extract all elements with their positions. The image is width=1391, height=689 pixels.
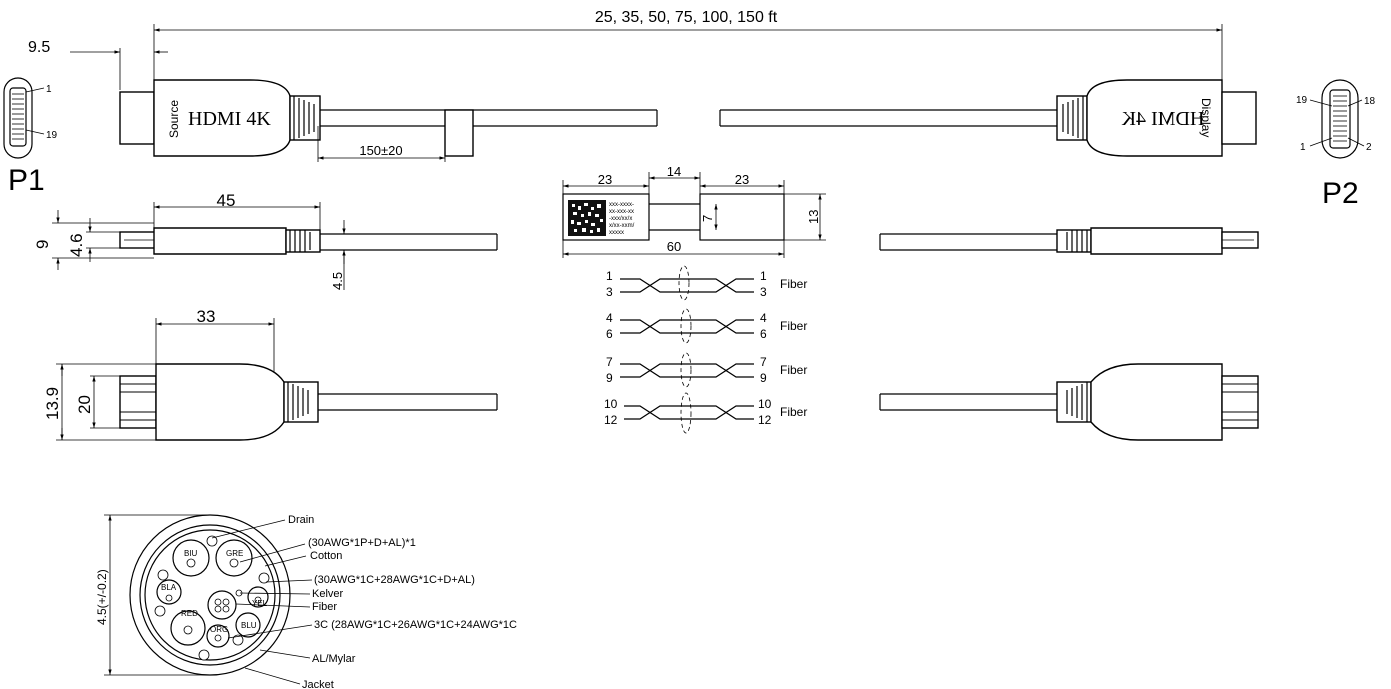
overall-length-dimension: 25, 35, 50, 75, 100, 150 ft bbox=[153, 9, 1223, 80]
p2-pin-br: 2 bbox=[1366, 142, 1372, 153]
p2-pin-tr: 18 bbox=[1364, 96, 1376, 107]
fiber-pin-b: 6 bbox=[606, 327, 613, 341]
fiber-module-detail: xxx-xxxx- xx-xxx-xx -xxx/xx/x x/xx-xxm/ … bbox=[562, 164, 826, 258]
source-model-text: HDMI 4K bbox=[188, 108, 271, 130]
callout-coax: (30AWG*1C+28AWG*1C+D+AL) bbox=[314, 574, 475, 586]
fiber-pin-a: 10 bbox=[758, 397, 772, 411]
fiber-label: Fiber bbox=[780, 363, 807, 377]
fiber-pin-a: 10 bbox=[604, 397, 618, 411]
callout-al-mylar: AL/Mylar bbox=[312, 653, 356, 665]
fiber-pair-4: 10 12 10 12 Fiber bbox=[604, 392, 807, 434]
display-connector-profile bbox=[879, 363, 1259, 441]
fiber-pin-b: 9 bbox=[606, 371, 613, 385]
qr-code bbox=[568, 200, 606, 236]
fiber-pin-b: 12 bbox=[758, 413, 772, 427]
top-h-inner-label: 13.9 bbox=[43, 387, 62, 420]
wire-label: BIU bbox=[184, 549, 198, 558]
wire-label: BLU bbox=[241, 621, 257, 630]
fiber-pin-a: 7 bbox=[606, 355, 613, 369]
top-len-label: 33 bbox=[197, 307, 216, 326]
fiber-pin-b: 9 bbox=[760, 371, 767, 385]
wire-label: BLA bbox=[161, 583, 177, 592]
fiber-pair-3: 7 9 7 9 Fiber bbox=[606, 352, 807, 388]
fiber-label: Fiber bbox=[780, 319, 807, 333]
fiber-pin-a: 7 bbox=[760, 355, 767, 369]
display-connector-top: HDMI 4K Display bbox=[719, 79, 1257, 157]
module-left-label: 23 bbox=[598, 172, 612, 187]
body-h-inner-label: 4.6 bbox=[67, 233, 86, 257]
cable-dia-label: 4.5 bbox=[330, 272, 345, 290]
fiber-pin-a: 1 bbox=[760, 269, 767, 283]
p2-label: P2 bbox=[1322, 177, 1359, 210]
module-mid-label: 14 bbox=[667, 164, 681, 179]
lengths-label: 25, 35, 50, 75, 100, 150 ft bbox=[595, 9, 778, 26]
offset-dimension: 9.5 bbox=[28, 39, 168, 90]
p1-connector-face: 1 19 P1 bbox=[3, 77, 58, 197]
fiber-pin-a: 4 bbox=[606, 311, 613, 325]
cross-section-dia-label: 4.5(+/-0.2) bbox=[95, 569, 109, 625]
fiber-label: Fiber bbox=[780, 277, 807, 291]
callout-3c: 3C (28AWG*1C+26AWG*1C+24AWG*1C bbox=[314, 619, 517, 631]
p2-pin-tl: 19 bbox=[1296, 95, 1308, 106]
p1-pin-bottom: 19 bbox=[46, 130, 58, 141]
p1-label: P1 bbox=[8, 164, 45, 197]
cable-cross-section: BIU GRE BLA YEL RED ORG BLU bbox=[95, 514, 517, 689]
wire-label: YEL bbox=[252, 599, 268, 608]
wire-label: RED bbox=[181, 609, 198, 618]
body-h-outer-label: 9 bbox=[33, 240, 52, 249]
module-inner-h-label: 7 bbox=[700, 215, 715, 222]
p1-pin-top: 1 bbox=[46, 84, 52, 95]
source-connector-top: Source HDMI 4K 150±20 bbox=[119, 79, 658, 162]
display-side-text: Display bbox=[1199, 98, 1213, 137]
fiber-pin-b: 6 bbox=[760, 327, 767, 341]
source-side-text: Source bbox=[167, 100, 181, 138]
source-connector-side: 45 9 4.6 4.5 bbox=[33, 191, 498, 290]
module-right-label: 23 bbox=[735, 172, 749, 187]
fiber-pin-b: 3 bbox=[606, 285, 613, 299]
display-connector-side bbox=[879, 227, 1259, 255]
fiber-crossovers: 1 3 1 3 Fiber 4 6 4 6 Fiber 7 9 7 9 Fibe… bbox=[604, 265, 807, 434]
wire-label: ORG bbox=[210, 625, 228, 634]
wire-label: GRE bbox=[226, 549, 243, 558]
fiber-pin-a: 4 bbox=[760, 311, 767, 325]
callout-fiber: Fiber bbox=[312, 601, 337, 613]
display-model-text: HDMI 4K bbox=[1121, 108, 1204, 130]
module-h-label: 13 bbox=[806, 210, 821, 224]
p2-pin-bl: 1 bbox=[1300, 142, 1306, 153]
fiber-pair-1: 1 3 1 3 Fiber bbox=[606, 265, 807, 301]
callout-drain: Drain bbox=[288, 514, 314, 526]
fiber-pair-2: 4 6 4 6 Fiber bbox=[606, 308, 807, 344]
module-label-line: -xxx/xx/x bbox=[609, 216, 632, 222]
fiber-pin-b: 12 bbox=[604, 413, 618, 427]
callout-jacket: Jacket bbox=[302, 679, 334, 689]
module-label-line: xx-xxx-xx bbox=[609, 209, 634, 215]
callout-kelver: Kelver bbox=[312, 588, 344, 600]
fiber-pin-b: 3 bbox=[760, 285, 767, 299]
module-total-label: 60 bbox=[667, 239, 681, 254]
module-label-line: xxx-xxxx- bbox=[609, 202, 634, 208]
pigtail-label: 150±20 bbox=[359, 143, 402, 158]
module-label-line: xxxxx bbox=[609, 230, 624, 236]
body-len-label: 45 bbox=[217, 191, 236, 210]
fiber-label: Fiber bbox=[780, 405, 807, 419]
callout-cotton: Cotton bbox=[310, 550, 342, 562]
p2-connector-face: 19 18 1 2 P2 bbox=[1296, 79, 1376, 210]
source-connector-profile: 33 13.9 20 bbox=[43, 307, 498, 441]
callout-twisted-pair: (30AWG*1P+D+AL)*1 bbox=[308, 537, 416, 549]
module-label-line: x/xx-xxm/ bbox=[609, 223, 635, 229]
top-h-outer-label: 20 bbox=[75, 395, 94, 414]
offset-label: 9.5 bbox=[28, 39, 50, 56]
fiber-pin-a: 1 bbox=[606, 269, 613, 283]
